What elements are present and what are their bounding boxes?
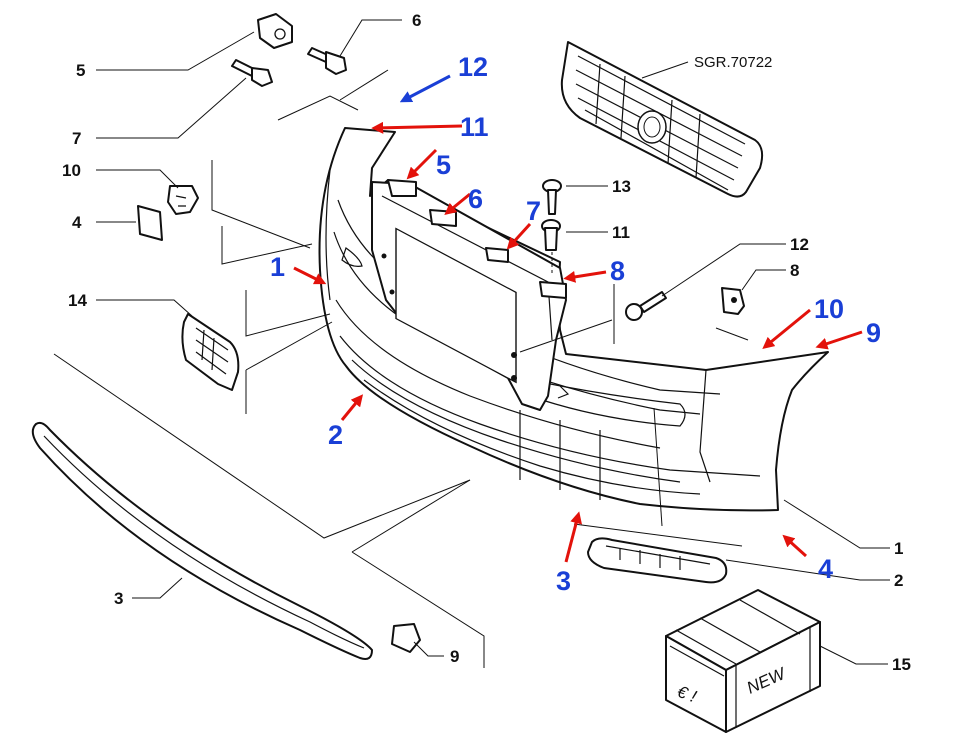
new-part-crate: € ! NEW bbox=[665, 589, 821, 733]
lower-grille-trim bbox=[587, 537, 728, 584]
part-label-3: 3 bbox=[114, 589, 123, 608]
callout-label-12: 12 bbox=[458, 52, 488, 82]
screw-7 bbox=[231, 59, 273, 87]
radiator-grille bbox=[560, 41, 764, 198]
reference-label: SGR.70722 bbox=[694, 54, 772, 71]
spacer-11 bbox=[541, 219, 561, 251]
callout-label-2: 2 bbox=[328, 420, 343, 450]
pad-4 bbox=[137, 205, 163, 241]
part-label-13: 13 bbox=[612, 177, 631, 196]
callout-label-7: 7 bbox=[526, 196, 541, 226]
bumper-mounting-frame bbox=[371, 179, 570, 411]
part-label-12: 12 bbox=[790, 235, 809, 254]
clip-8 bbox=[721, 287, 745, 315]
clip-5 bbox=[257, 13, 293, 49]
part-label-1: 1 bbox=[894, 539, 903, 558]
callout-label-5: 5 bbox=[436, 150, 451, 180]
part-label-8: 8 bbox=[790, 261, 799, 280]
fog-lamp-grille bbox=[181, 313, 240, 391]
callout-label-1: 1 bbox=[270, 252, 285, 282]
part-label-5: 5 bbox=[76, 61, 85, 80]
callout-arrows bbox=[293, 74, 863, 563]
callout-label-9: 9 bbox=[866, 318, 881, 348]
screw-6 bbox=[307, 47, 347, 75]
part-label-10: 10 bbox=[62, 161, 81, 180]
part-label-9: 9 bbox=[450, 647, 459, 666]
lower-spoiler-strip bbox=[31, 421, 373, 660]
callout-label-6: 6 bbox=[468, 184, 483, 214]
part-label-4: 4 bbox=[72, 213, 82, 232]
part-label-14: 14 bbox=[68, 291, 87, 310]
screw-12 bbox=[625, 291, 667, 321]
guide-lines bbox=[53, 69, 749, 668]
callout-label-10: 10 bbox=[814, 294, 844, 324]
part-label-2: 2 bbox=[894, 571, 903, 590]
callout-label-3: 3 bbox=[556, 566, 571, 596]
bracket-10 bbox=[167, 185, 199, 215]
part-label-15: 15 bbox=[892, 655, 911, 674]
part-leaders bbox=[96, 19, 890, 665]
callout-label-11: 11 bbox=[460, 112, 489, 142]
screw-13 bbox=[542, 179, 562, 215]
callout-label-4: 4 bbox=[818, 554, 833, 584]
part-label-6: 6 bbox=[412, 11, 421, 30]
clip-9 bbox=[391, 623, 421, 653]
callout-label-8: 8 bbox=[610, 256, 625, 286]
part-label-7: 7 bbox=[72, 129, 81, 148]
part-label-11: 11 bbox=[612, 223, 630, 242]
